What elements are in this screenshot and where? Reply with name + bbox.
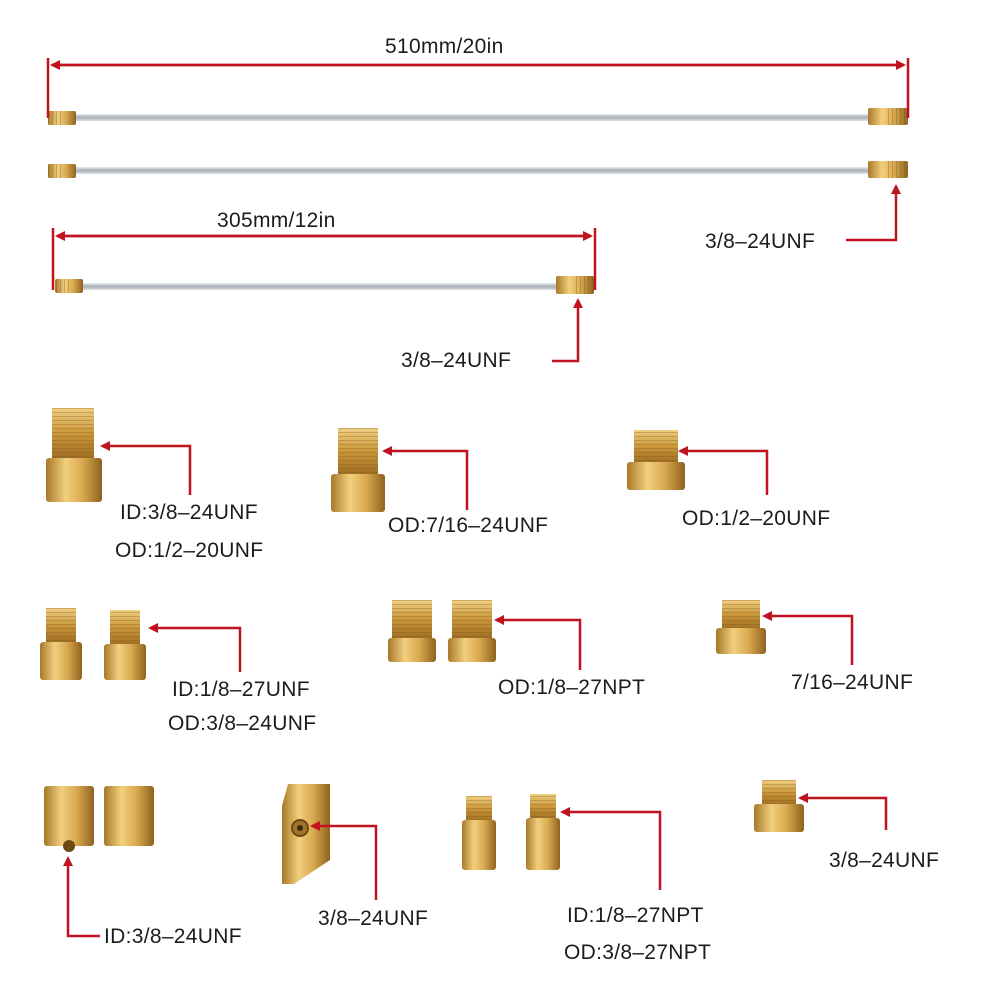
dimension-short [51, 228, 597, 290]
callout-adapter-1-id: ID:3/8–24UNF [120, 501, 258, 524]
plug-fitting-2 [754, 780, 804, 832]
callout-pair-1-id: ID:1/8–27UNF [172, 678, 310, 701]
callout-short-line-end: 3/8–24UNF [401, 349, 512, 372]
callout-adapter-1-od: OD:1/2–20UNF [115, 539, 264, 562]
adapter-pair-1 [40, 608, 146, 680]
dimension-long [46, 58, 910, 118]
callout-adapter-2-od: OD:7/16–24UNF [388, 514, 549, 537]
row3-arrows [63, 793, 888, 938]
block-fitting [282, 784, 330, 884]
adapter-fitting-1 [46, 408, 102, 502]
plug-fitting-1 [716, 600, 766, 654]
coupler-pair [44, 786, 154, 852]
callout-long-line-end: 3/8–24UNF [705, 230, 816, 253]
row2-arrows [148, 611, 854, 672]
short-brake-line [55, 276, 594, 294]
dimension-short-label: 305mm/12in [217, 209, 336, 232]
callout-pair-3-od: OD:3/8–27NPT [564, 941, 712, 964]
long-brake-line-2 [48, 161, 908, 178]
adapter-fitting-2 [331, 428, 385, 512]
callout-plug-1: 7/16–24UNF [791, 671, 914, 694]
adapter-pair-3 [462, 794, 560, 870]
long-brake-line-1 [48, 108, 908, 125]
adapter-pair-2 [388, 600, 496, 662]
callout-pair-1-od: OD:3/8–24UNF [168, 712, 317, 735]
callout-pair-2-od: OD:1/8–27NPT [498, 676, 646, 699]
callout-plug-2: 3/8–24UNF [829, 849, 940, 872]
callout-adapter-3-od: OD:1/2–20UNF [682, 507, 831, 530]
arrow-long-line-end [846, 184, 901, 242]
row1-arrows [100, 441, 769, 510]
dimension-long-label: 510mm/20in [385, 35, 504, 58]
arrow-short-line-end [552, 298, 583, 363]
callout-coupler-id: ID:3/8–24UNF [104, 925, 242, 948]
callout-block-fitting: 3/8–24UNF [318, 907, 429, 930]
callout-pair-3-id: ID:1/8–27NPT [567, 904, 704, 927]
adapter-fitting-3 [627, 430, 685, 490]
